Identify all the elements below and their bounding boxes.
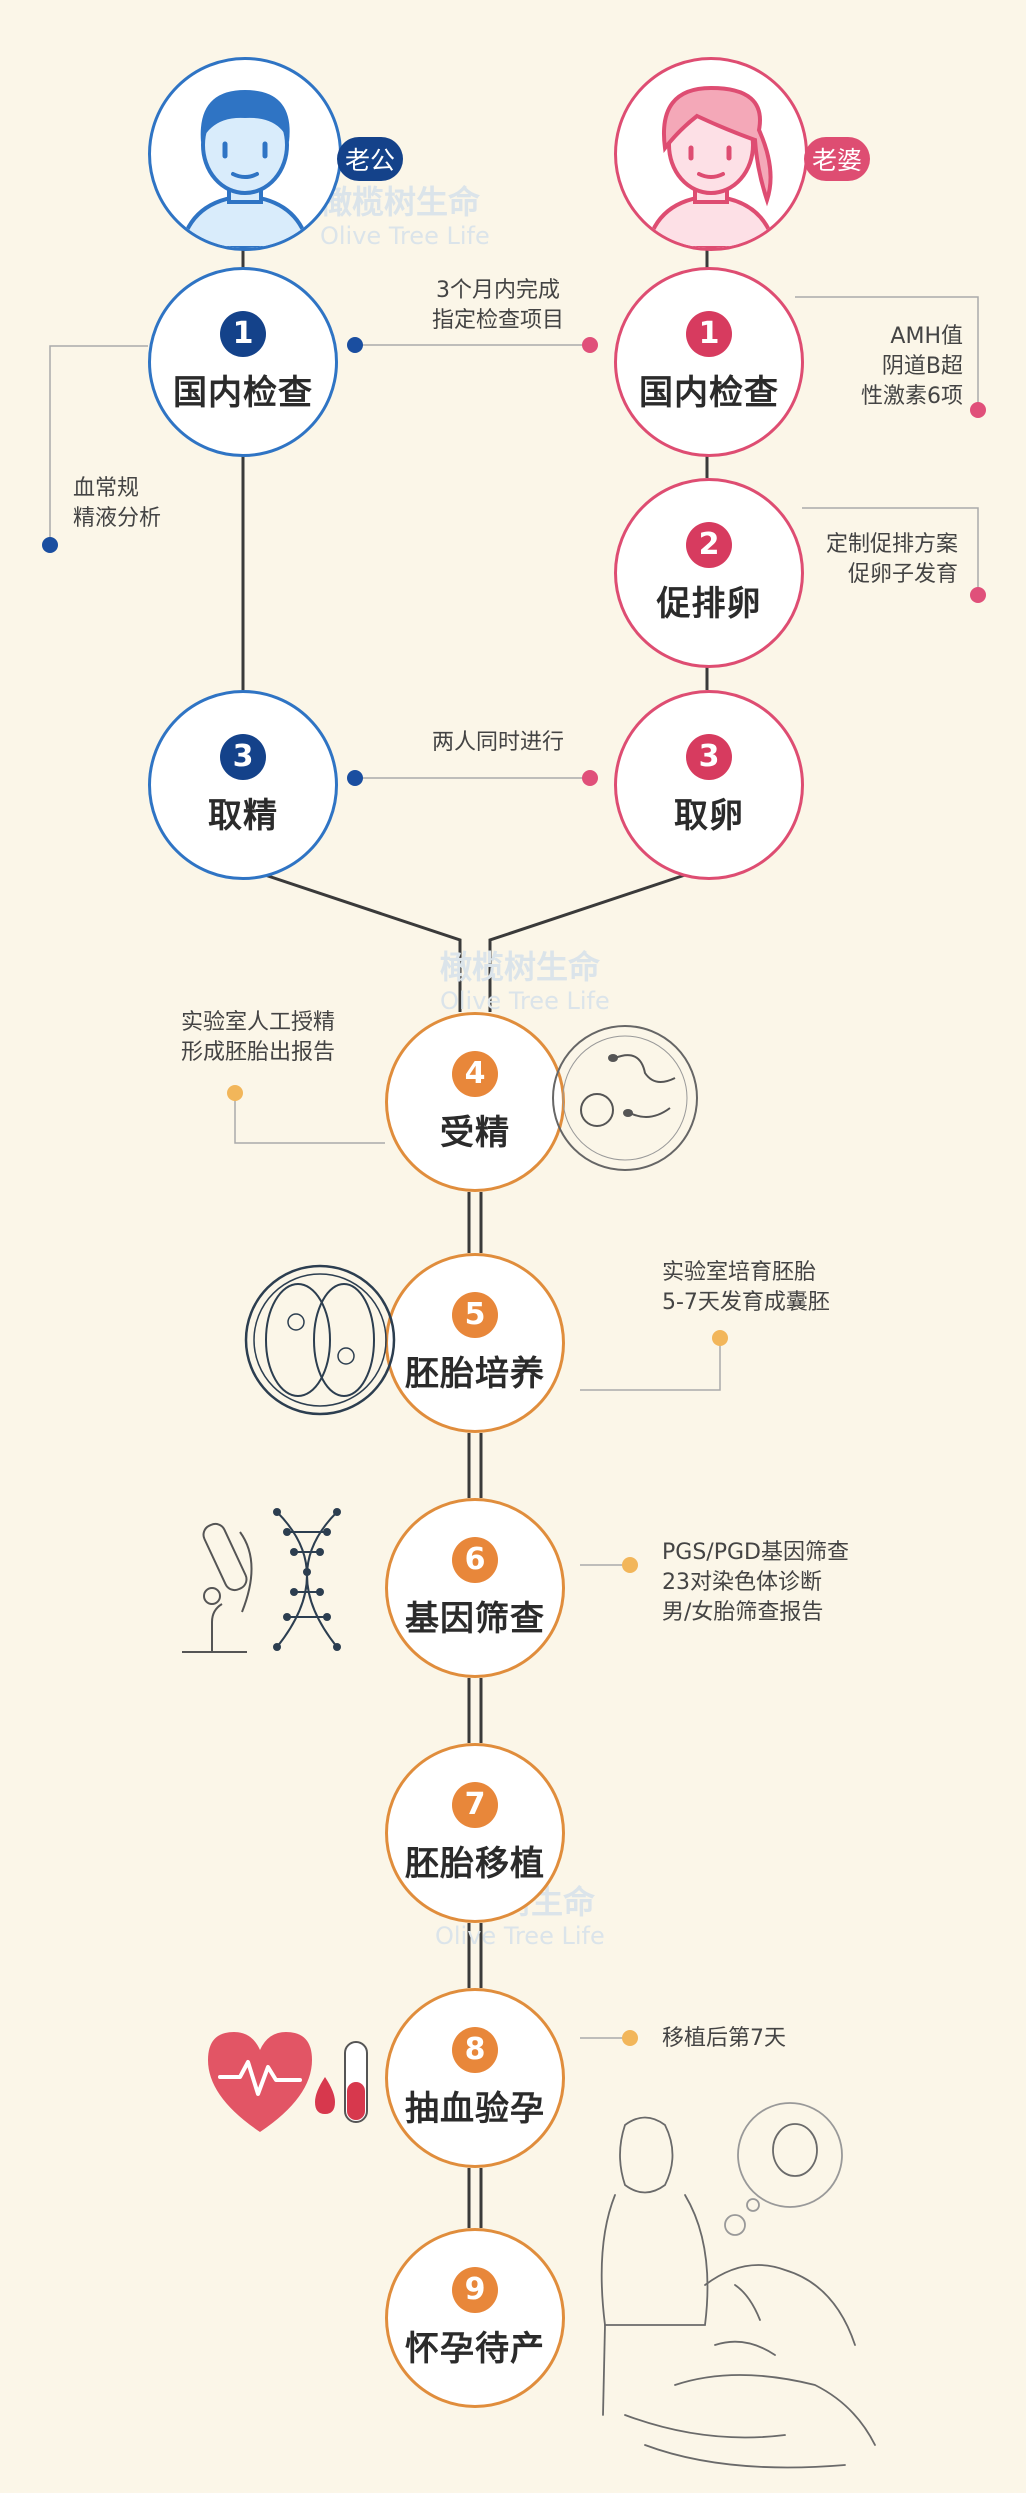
- note-line: 5-7天发育成囊胚: [662, 1290, 830, 1315]
- bullet-dot: [712, 1330, 728, 1346]
- note-line: 性激素6项: [861, 384, 963, 409]
- note-line: 血常规: [73, 476, 140, 501]
- step-title: 抽血验孕: [405, 2088, 545, 2129]
- step-number: 2: [686, 521, 732, 568]
- husband-step-3-sperm-retrieval: 3 取精: [148, 690, 338, 880]
- note-line: PGS/PGD基因筛查: [662, 1540, 849, 1565]
- note-line: 促卵子发育: [847, 562, 958, 587]
- step-title: 取精: [208, 795, 278, 836]
- step-number: 4: [452, 1050, 498, 1097]
- wife-step-3-egg-retrieval: 3 取卵: [614, 690, 804, 880]
- note-line: 阴道B超: [881, 354, 963, 379]
- watermark-subtitle: Olive Tree Life: [320, 222, 490, 250]
- step-8-blood-pregnancy-test: 8 抽血验孕: [385, 1988, 565, 2168]
- step-number: 5: [452, 1291, 498, 1338]
- bullet-dot: [227, 1085, 243, 1101]
- husband-avatar: [148, 57, 342, 251]
- note-line: 实验室人工授精: [180, 1010, 335, 1035]
- watermark: 橄榄树生命 Olive Tree Life: [440, 950, 610, 1018]
- step-title: 胚胎移植: [405, 1843, 545, 1884]
- microscope-dna-illustration: [182, 1508, 341, 1653]
- bullet-dot: [582, 337, 598, 353]
- step-number: 1: [220, 310, 266, 357]
- step-title: 促排卵: [656, 583, 762, 624]
- note-line: 3个月内完成: [436, 278, 560, 303]
- note-line: 实验室培育胚胎: [662, 1260, 817, 1285]
- watermark-name: 橄榄树生命: [320, 183, 481, 221]
- step-number: 6: [452, 1536, 498, 1583]
- step-title: 胚胎培养: [405, 1353, 545, 1394]
- wife-step-2-ovulation: 2 促排卵: [614, 478, 804, 668]
- bullet-dot: [970, 402, 986, 418]
- bullet-dot: [347, 337, 363, 353]
- note-embryo-culture: 实验室培育胚胎 5-7天发育成囊胚: [662, 1258, 830, 1318]
- note-line: 定制促排方案: [825, 532, 958, 557]
- step-number: 7: [452, 1781, 498, 1828]
- note-line: 精液分析: [73, 506, 162, 531]
- step-title: 国内检查: [173, 372, 313, 413]
- heart-blood-tube-illustration: [208, 2032, 368, 2132]
- note-fertilization: 实验室人工授精 形成胚胎出报告: [140, 1008, 335, 1068]
- two-cell-embryo-illustration: [244, 1264, 396, 1416]
- bullet-dot: [622, 2030, 638, 2046]
- note-line: 形成胚胎出报告: [180, 1040, 335, 1065]
- egg-sperm-illustration: [552, 1025, 698, 1171]
- note-wife-exam: AMH值 阴道B超 性激素6项: [815, 322, 963, 412]
- step-number: 3: [686, 733, 732, 780]
- step-number: 3: [220, 733, 266, 780]
- step-9-awaiting-delivery: 9 怀孕待产: [385, 2228, 565, 2408]
- husband-step-1-domestic-exam: 1 国内检查: [148, 267, 338, 457]
- wife-avatar: [614, 57, 808, 251]
- step-7-embryo-transfer: 7 胚胎移植: [385, 1743, 565, 1923]
- step-number: 9: [452, 2266, 498, 2313]
- woman-icon: [644, 85, 778, 248]
- watermark-name: 橄榄树生命: [440, 948, 601, 986]
- bullet-dot: [582, 770, 598, 786]
- step-title: 国内检查: [639, 372, 779, 413]
- note-line: 指定检查项目: [431, 308, 564, 333]
- bullet-dot: [970, 587, 986, 603]
- note-ovulation: 定制促排方案 促卵子发育: [800, 530, 958, 590]
- note-line: 23对染色体诊断: [662, 1570, 822, 1595]
- step-6-genetic-screening: 6 基因筛查: [385, 1498, 565, 1678]
- wife-label: 老婆: [811, 146, 862, 175]
- husband-label: 老公: [344, 146, 395, 175]
- man-icon: [178, 90, 312, 248]
- note-simultaneous: 两人同时进行: [431, 730, 564, 755]
- wife-tag: 老婆: [804, 137, 870, 181]
- husband-tag: 老公: [337, 137, 403, 181]
- note-genetic-screening: PGS/PGD基因筛查 23对染色体诊断 男/女胎筛查报告: [662, 1538, 849, 1628]
- bullet-dot: [42, 537, 58, 553]
- note-line: 男/女胎筛查报告: [662, 1600, 824, 1625]
- step-title: 基因筛查: [405, 1598, 545, 1639]
- step-number: 1: [686, 310, 732, 357]
- bullet-dot: [347, 770, 363, 786]
- doctor-patient-illustration: [600, 2102, 876, 2469]
- note-line: AMH值: [890, 324, 963, 349]
- step-4-fertilization: 4 受精: [385, 1012, 565, 1192]
- watermark: 橄榄树生命 Olive Tree Life: [320, 185, 490, 253]
- watermark-subtitle: Olive Tree Life: [440, 987, 610, 1015]
- note-husband-exam: 血常规 精液分析: [73, 474, 161, 534]
- watermark-subtitle: Olive Tree Life: [435, 1922, 605, 1950]
- step-title: 受精: [440, 1112, 510, 1153]
- step-title: 取卵: [674, 795, 744, 836]
- note-three-months: 3个月内完成 指定检查项目: [398, 276, 598, 336]
- step-title: 怀孕待产: [405, 2328, 545, 2369]
- step-5-embryo-culture: 5 胚胎培养: [385, 1253, 565, 1433]
- step-number: 8: [452, 2026, 498, 2073]
- bullet-dot: [622, 1557, 638, 1573]
- wife-step-1-domestic-exam: 1 国内检查: [614, 267, 804, 457]
- note-transfer-day: 移植后第7天: [662, 2026, 786, 2051]
